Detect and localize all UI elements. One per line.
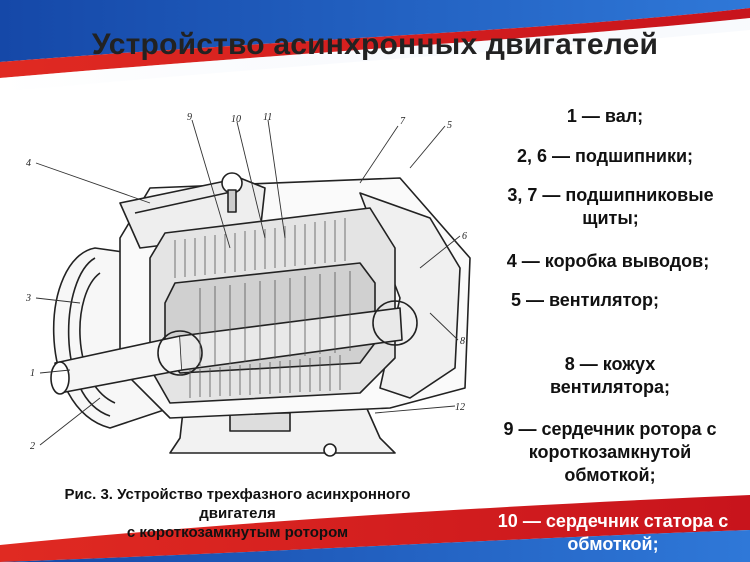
callout-2: 2 — [30, 441, 35, 452]
legend-item-5: 5 — вентилятор; — [510, 290, 660, 310]
caption-line-2: двигателя — [199, 505, 276, 522]
legend-item-6: 8 — кожух вентилятора; — [549, 354, 671, 397]
callout-10: 10 — [231, 114, 241, 125]
callout-12: 12 — [455, 402, 465, 413]
legend-item-2: 2, 6 — подшипники; — [516, 146, 694, 166]
top-red-band — [0, 8, 750, 78]
bearing-left — [157, 330, 203, 376]
legend-item-3: 3, 7 — подшипниковые щиты; — [507, 185, 714, 228]
callout-4: 4 — [26, 158, 31, 169]
callout-11: 11 — [263, 112, 272, 123]
motor-cutaway-diagram: 1 2 3 4 5 6 7 8 9 10 11 12 — [25, 112, 471, 457]
legend-item-8: 10 — сердечник статора с обмоткой; — [497, 511, 729, 554]
caption-line-3: с короткозамкнутым ротором — [126, 524, 349, 541]
slide-title: Устройство асинхронных двигателей — [91, 28, 659, 61]
callout-3: 3 — [25, 293, 31, 304]
bearing-right — [372, 300, 418, 346]
figure-caption: Рис. 3. Устройство трехфазного асинхронн… — [0, 485, 475, 542]
top-blue-band — [0, 0, 750, 62]
bottom-blue-band — [0, 530, 750, 562]
legend-item-4: 4 — коробка выводов; — [506, 251, 710, 271]
callout-6: 6 — [462, 231, 467, 242]
callout-9: 9 — [187, 112, 192, 123]
callout-5: 5 — [447, 120, 452, 131]
caption-line-1: Рис. 3. Устройство трехфазного асинхронн… — [64, 486, 411, 503]
callout-7: 7 — [400, 116, 406, 127]
callout-1: 1 — [30, 368, 35, 379]
callout-8: 8 — [460, 336, 465, 347]
legend-item-7: 9 — сердечник ротора с короткозамкнутой … — [503, 419, 717, 485]
legend-item-1: 1 — вал; — [566, 106, 644, 126]
bottom-red-band — [0, 495, 750, 562]
